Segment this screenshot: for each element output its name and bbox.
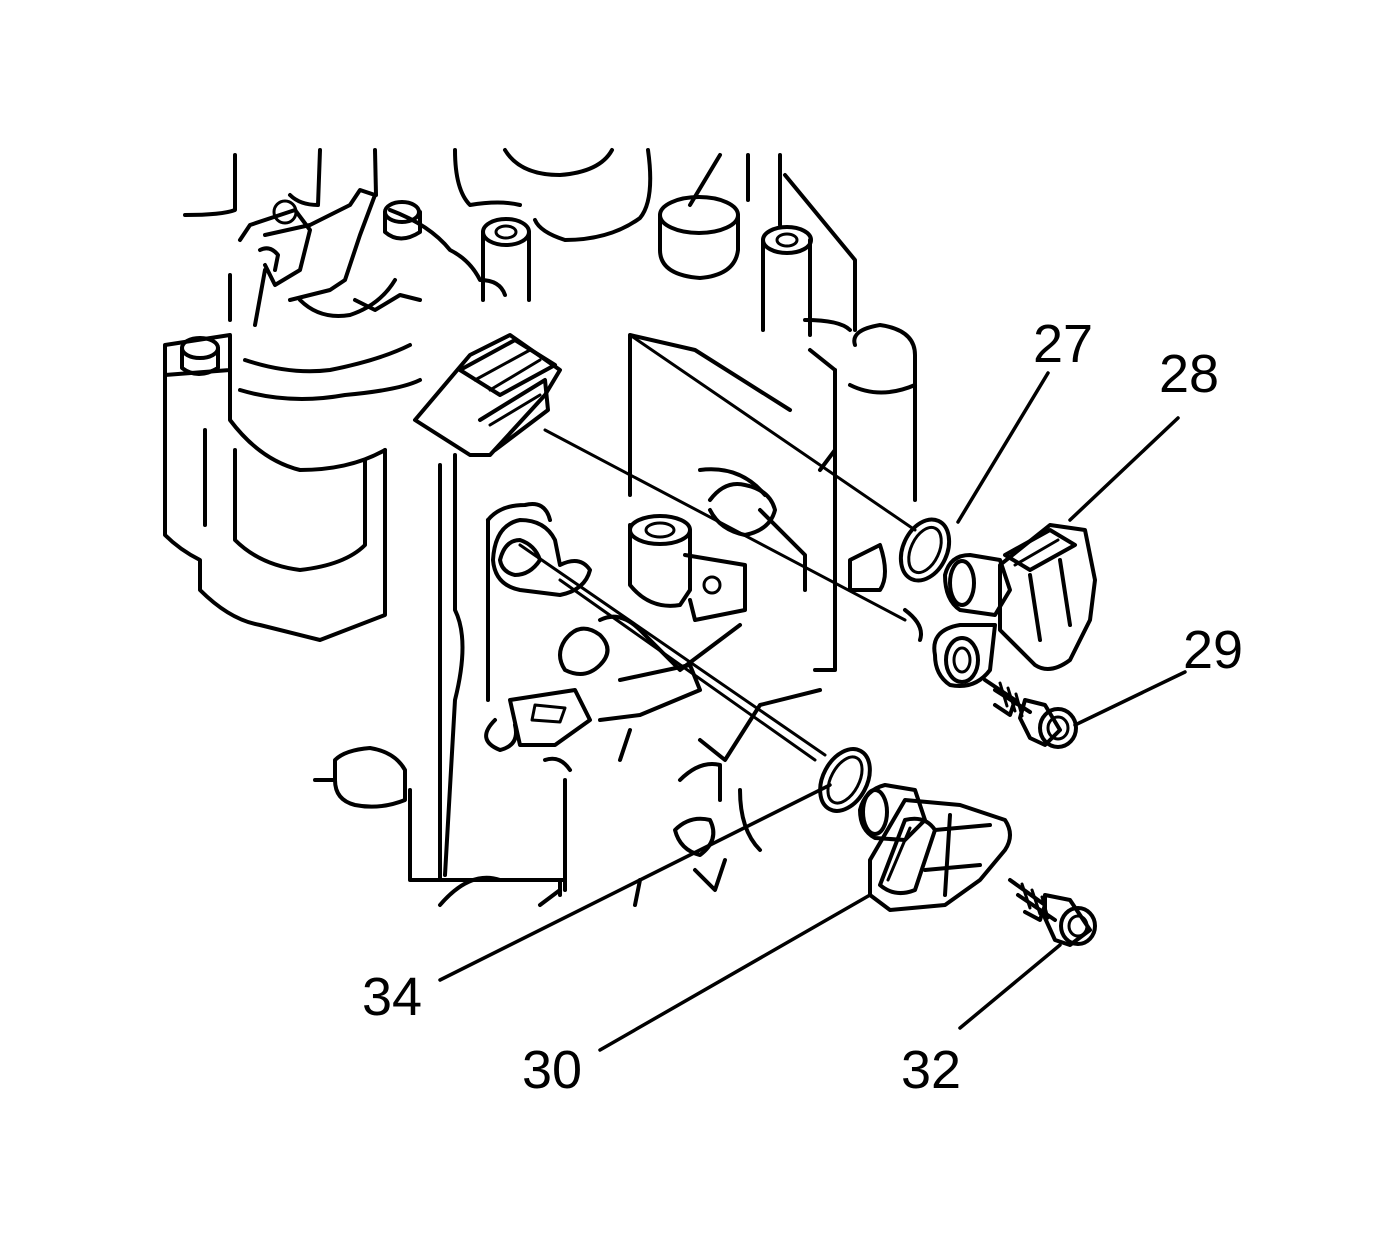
o-ring-27	[898, 517, 952, 583]
callout-27: 27	[1033, 314, 1093, 374]
sensor-28	[932, 523, 1097, 688]
leader-32	[958, 943, 1062, 1030]
leader-lines	[438, 371, 1187, 1052]
range-selector-switch	[163, 188, 562, 642]
callout-28: 28	[1159, 344, 1219, 404]
callout-labels: 27 28 29 34 30 32	[362, 314, 1243, 1100]
leader-30	[598, 893, 872, 1052]
callout-30: 30	[522, 1040, 582, 1100]
leader-29	[1073, 670, 1187, 727]
sensor-30	[858, 783, 1012, 912]
o-ring-34	[818, 747, 872, 813]
leader-27	[956, 371, 1050, 524]
leader-34	[438, 783, 832, 982]
valve-body-bracket	[313, 467, 777, 809]
callout-29: 29	[1183, 620, 1243, 680]
bolt-32	[1008, 878, 1097, 947]
callout-34: 34	[362, 967, 422, 1027]
alignment-lines	[518, 333, 917, 762]
callout-32: 32	[901, 1040, 961, 1100]
bolt-29	[983, 678, 1078, 749]
transmission-case	[183, 148, 923, 907]
leader-28	[1068, 416, 1180, 522]
